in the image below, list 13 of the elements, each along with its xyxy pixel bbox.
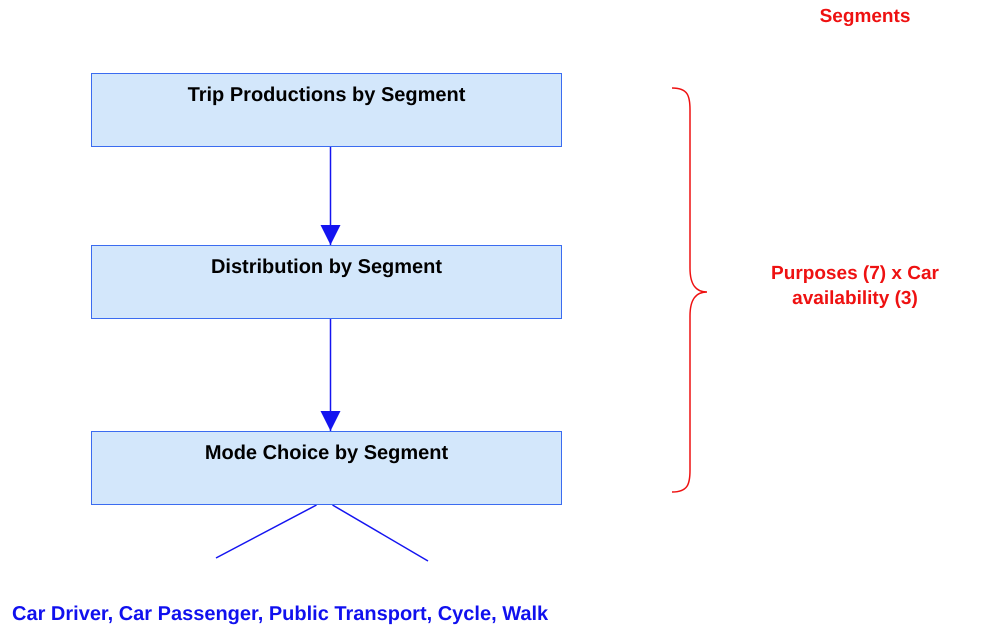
box-label: Distribution by Segment [210,256,442,279]
box-label: Mode Choice by Segment [204,442,448,465]
connector-line [332,504,428,562]
box-label: Trip Productions by Segment [188,84,466,107]
connector-line [216,504,317,559]
arrow [320,319,340,431]
heading-label: Segments [818,5,912,29]
process-box [91,431,562,505]
process-box [91,245,562,319]
mode-list: Car Driver, Car Passenger, Public Transport, Cycle, Walk [12,601,712,627]
process-box [91,73,562,147]
arrow [320,147,340,245]
segment-note: Purposes (7) x Car availability (3) [770,262,940,311]
